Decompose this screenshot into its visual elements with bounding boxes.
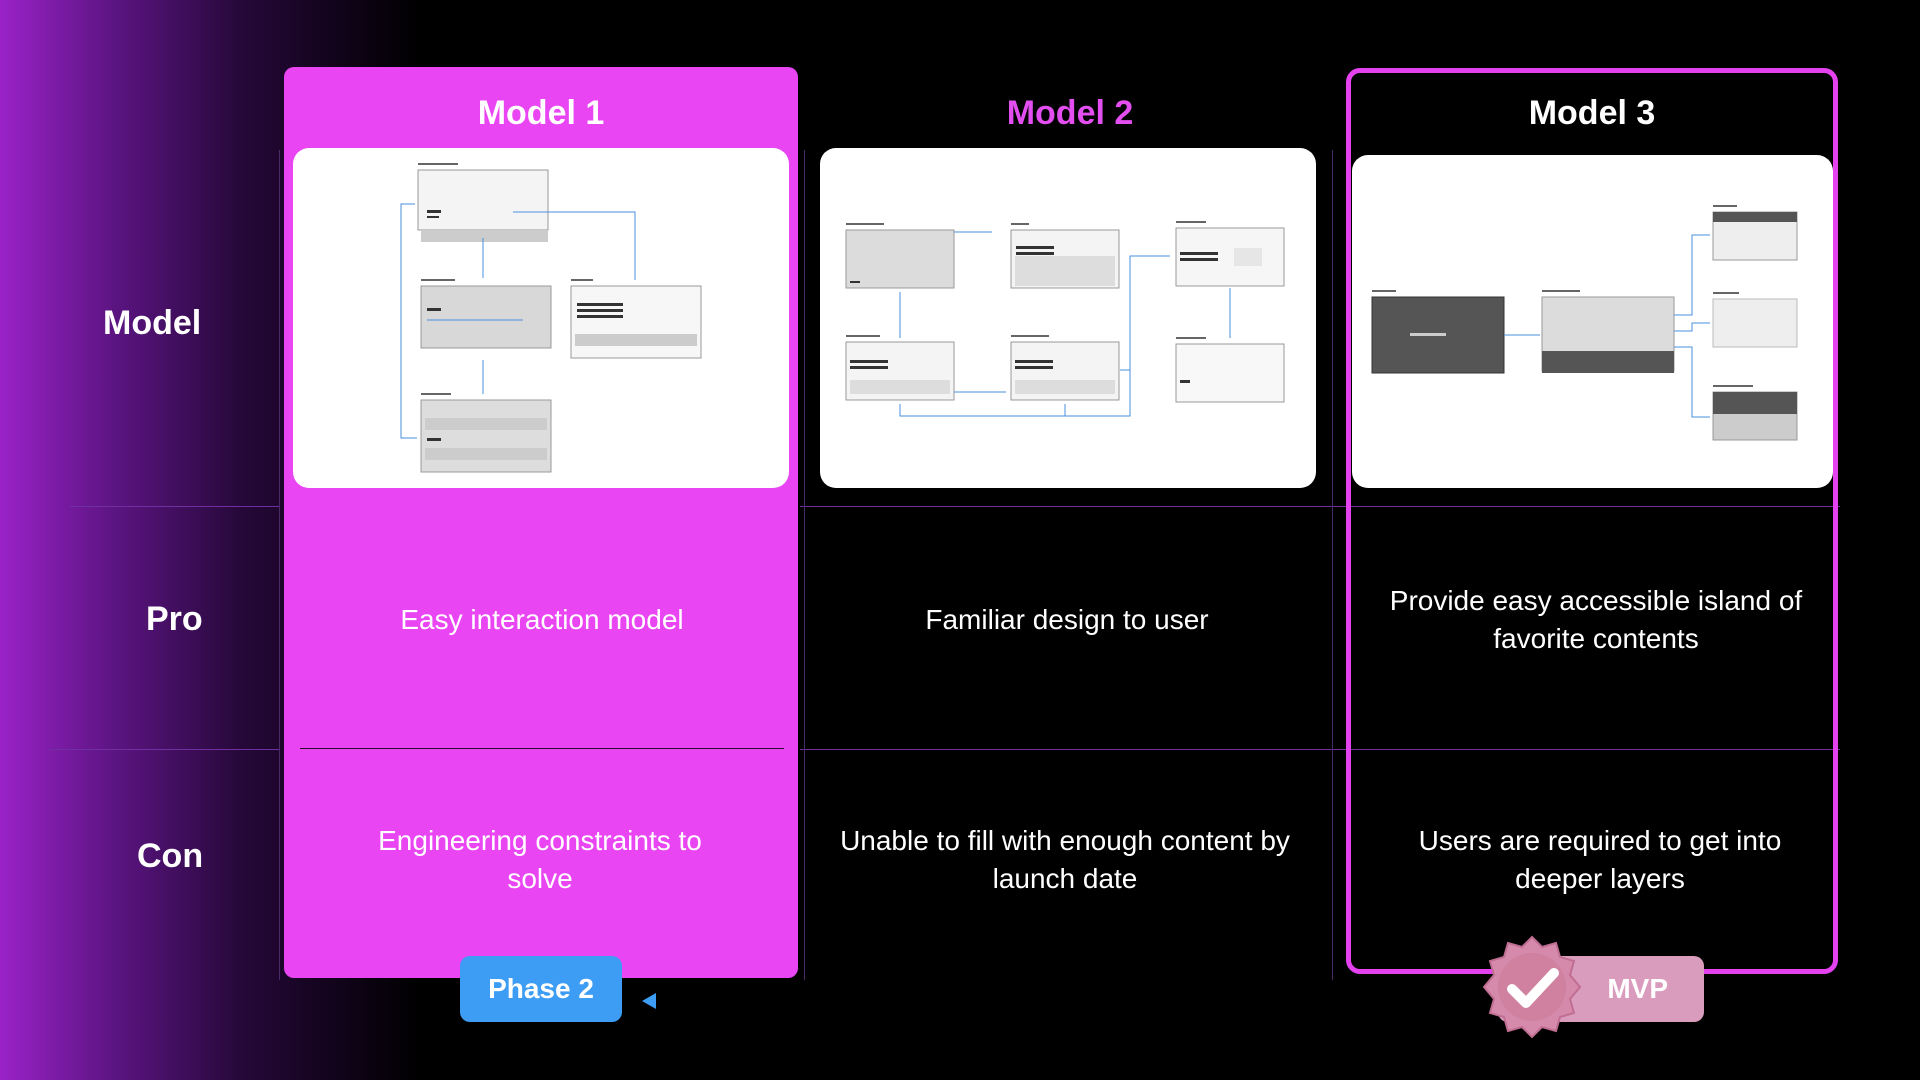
phase-2-badge[interactable]: Phase 2	[460, 956, 622, 1022]
model-1-title: Model 1	[477, 94, 605, 132]
divider-pro-con-left	[50, 749, 280, 750]
row-label-pro: Pro	[146, 600, 203, 638]
model-1-flow-diagram	[293, 148, 789, 488]
model-2-con-text: Unable to fill with enough content by la…	[840, 825, 1290, 894]
column-divider-2	[804, 150, 805, 980]
check-badge-icon	[1482, 935, 1582, 1039]
model-3-con-text: Users are required to get into deeper la…	[1418, 825, 1782, 894]
column-divider-1	[279, 150, 280, 980]
divider-pro-con-model1	[300, 748, 784, 749]
model-2-title: Model 2	[1006, 94, 1134, 132]
model-1-con-text: Engineering constraints to solve	[378, 825, 702, 894]
model-1-pro-text: Easy interaction model	[400, 604, 684, 635]
model-3-title: Model 3	[1528, 94, 1656, 132]
divider-model-pro-left	[70, 506, 280, 507]
model-2-pro-text: Familiar design to user	[925, 604, 1209, 635]
arrow-left-icon	[642, 993, 1468, 1009]
column-divider-3	[1332, 150, 1333, 980]
model-2-flow-diagram	[820, 148, 1316, 488]
divider-model-pro-right	[800, 506, 1840, 507]
model-3-flow-diagram	[1352, 155, 1833, 488]
row-label-con: Con	[137, 837, 204, 875]
row-label-model: Model	[103, 304, 202, 342]
divider-pro-con-right	[800, 749, 1840, 750]
model-3-pro-text: Provide easy accessible island of favori…	[1389, 585, 1803, 654]
